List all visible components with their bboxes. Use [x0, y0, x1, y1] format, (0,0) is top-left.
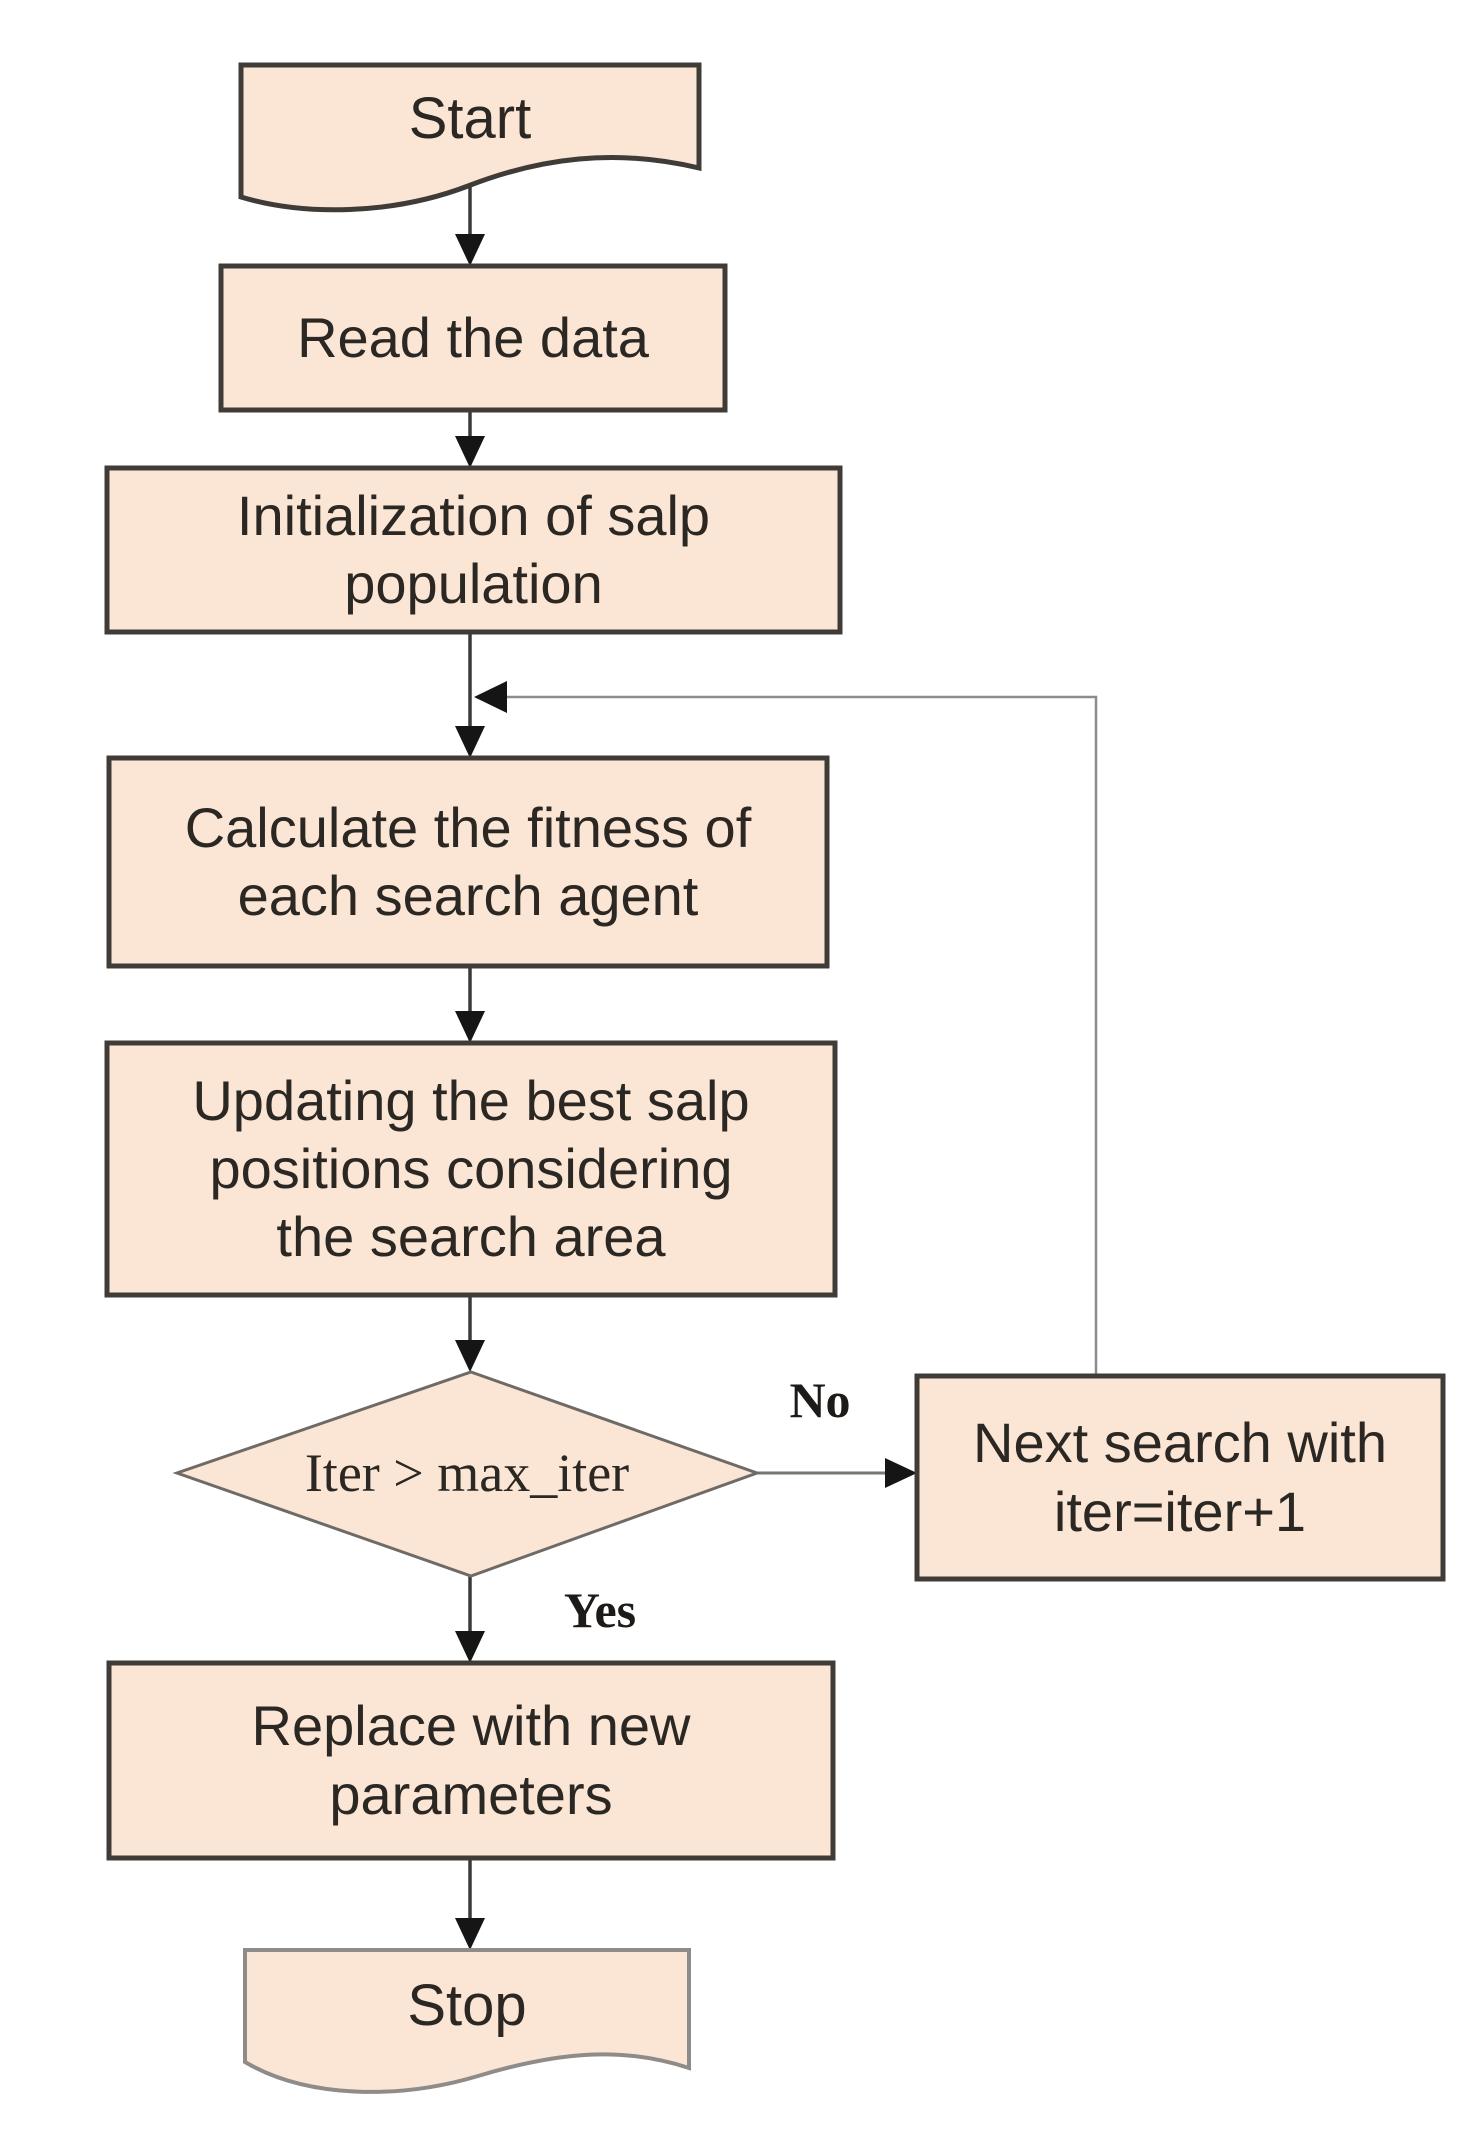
calc-fitness-box: [106, 755, 830, 969]
arrowhead-into-calc: [455, 726, 485, 758]
init-population-box: [104, 465, 843, 635]
next-search-box: [914, 1373, 1446, 1582]
update-positions-box: [104, 1040, 838, 1298]
read-data-box: [218, 263, 728, 413]
arrowhead-into-replace: [455, 1631, 485, 1663]
arrowhead-loop-junction: [474, 681, 507, 713]
arrowheads: [455, 234, 917, 1950]
arrowhead-into-read: [455, 234, 485, 266]
edge-loop-back: [505, 695, 1098, 1376]
start-terminal-shape: [238, 62, 702, 213]
iter-check-diamond: [172, 1370, 762, 1578]
arrowhead-into-decision: [455, 1340, 485, 1372]
arrowhead-into-update: [455, 1011, 485, 1043]
arrowhead-into-init: [455, 436, 485, 468]
arrowhead-into-next: [885, 1458, 917, 1488]
stop-terminal-shape: [243, 1948, 691, 2094]
arrowhead-into-stop: [455, 1918, 485, 1950]
replace-params-box: [106, 1660, 836, 1861]
